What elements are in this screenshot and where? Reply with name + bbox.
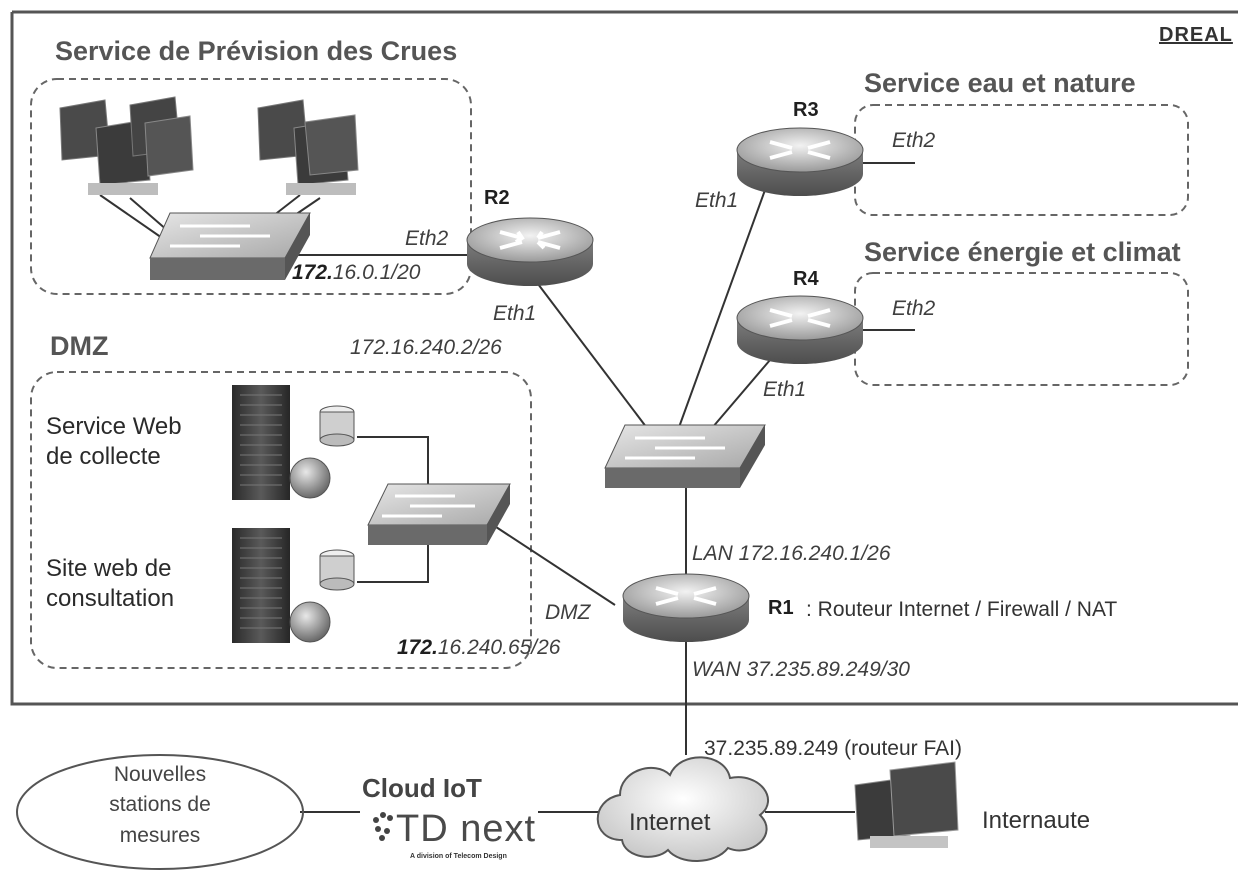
internet-cloud-icon [596, 756, 770, 862]
r4-eth1-label: Eth1 [763, 378, 807, 401]
dmz-switch-ip: 172.16.240.65/26 [397, 636, 561, 659]
router-r1-role: : Routeur Internet / Firewall / NAT [806, 598, 1118, 621]
router-r3-icon [736, 127, 864, 196]
router-r4-label: R4 [793, 268, 819, 290]
zone-spc-box [30, 78, 472, 295]
zone-energie-title: Service énergie et climat [864, 237, 1181, 267]
r1-wan-label: WAN 37.235.89.249/30 [692, 658, 910, 681]
router-r3-label: R3 [793, 99, 819, 121]
r4-eth2-label: Eth2 [892, 297, 936, 320]
link-pc1-switch [99, 194, 166, 241]
zone-eau-title: Service eau et nature [864, 68, 1136, 98]
link-r3-coreswitch [677, 189, 766, 431]
link-dmzswitch-r1 [492, 524, 616, 606]
pc-group-left-icon [59, 96, 194, 195]
zone-dmz-box [30, 371, 532, 669]
switch-spc-icon [149, 212, 311, 280]
zone-dmz-title: DMZ [50, 331, 109, 361]
dreal-frame [10, 10, 1238, 706]
stations-ellipse [16, 754, 304, 870]
switch-dmz-icon [367, 483, 511, 545]
r2-eth1-ip: 172.16.240.2/26 [350, 336, 502, 359]
internet-label: Internet [629, 809, 711, 836]
zone-eau-box [854, 104, 1189, 216]
tdnext-logo-icon [373, 812, 393, 841]
r2-eth2-ip: 172.16.0.1/20 [292, 261, 421, 284]
isp-router-label: 37.235.89.249 (routeur FAI) [704, 737, 962, 760]
zone-spc-title: Service de Prévision des Crues [55, 36, 458, 66]
internaute-label: Internaute [982, 807, 1091, 834]
server-consultation-icon [232, 528, 355, 643]
router-r1-icon [622, 573, 750, 642]
router-r1-label: R1 [768, 597, 794, 619]
server-collecte-icon [232, 385, 355, 500]
organization-label: DREAL [1159, 24, 1233, 46]
pc-group-right-icon [257, 99, 359, 195]
router-r2-icon [466, 217, 594, 286]
tdnext-tagline: A division of Telecom Design [410, 853, 507, 860]
link-r4-coreswitch [711, 359, 771, 429]
r3-eth2-label: Eth2 [892, 129, 936, 152]
router-r4-icon [736, 295, 864, 364]
cloud-iot-title: Cloud IoT [362, 773, 482, 803]
internaute-computer-icon [854, 761, 959, 848]
switch-core-icon [604, 424, 766, 488]
r3-eth1-label: Eth1 [695, 189, 739, 212]
link-server2-dmzswitch [357, 545, 429, 583]
tdnext-brand: TD next [396, 808, 537, 850]
router-r2-label: R2 [484, 187, 510, 209]
link-server1-dmzswitch [357, 436, 429, 490]
r1-dmz-label: DMZ [545, 601, 591, 624]
r2-eth1-label: Eth1 [493, 302, 537, 325]
link-r2-coreswitch [534, 279, 651, 433]
r2-eth2-label: Eth2 [405, 227, 449, 250]
r1-lan-label: LAN 172.16.240.1/26 [692, 542, 891, 565]
